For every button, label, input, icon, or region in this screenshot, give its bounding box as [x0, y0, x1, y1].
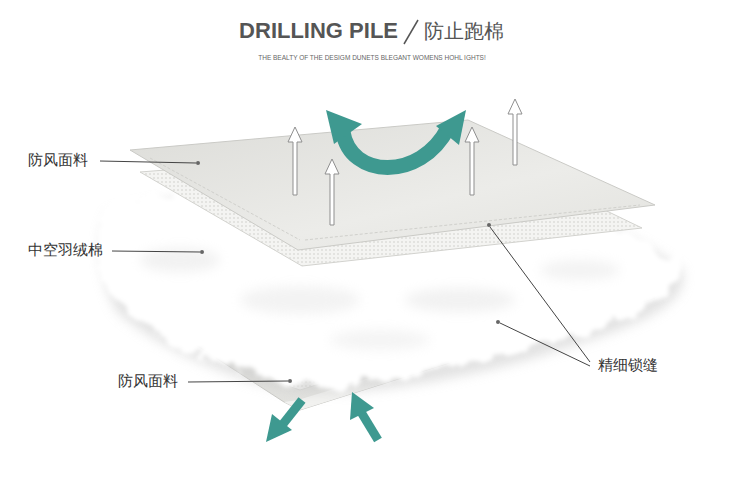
- part-name: 中空羽绒棉: [28, 241, 103, 259]
- leader-line: [100, 161, 590, 383]
- title: DRILLING PILE: [239, 18, 398, 44]
- part-name: 精细锁缝: [598, 356, 658, 374]
- part-name: 防风面料: [118, 372, 178, 390]
- top-fabric: [130, 120, 655, 250]
- title-chinese: 防止跑棉: [424, 19, 504, 43]
- cotton-texture: [140, 248, 620, 350]
- wind-arrow: [326, 110, 466, 168]
- wind-arrow: [266, 392, 378, 442]
- part-name: 防风面料: [28, 151, 88, 169]
- breathable-arrow: [288, 99, 522, 225]
- subtitle: THE BEALTY OF THE DESIGM DUNETS BLEGANT …: [258, 54, 486, 62]
- title-slash: [404, 20, 418, 44]
